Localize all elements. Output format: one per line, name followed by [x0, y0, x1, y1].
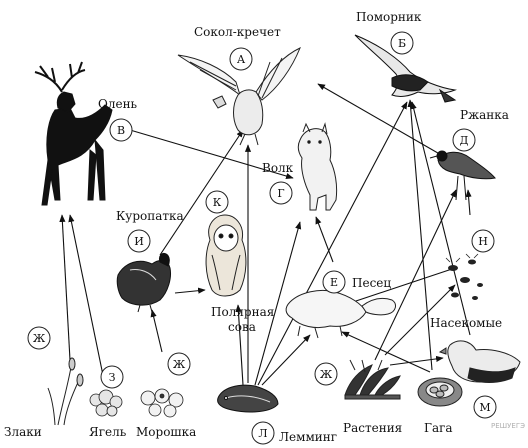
label-pomornik: Поморник	[356, 10, 422, 24]
letter-pesec: Е	[330, 276, 338, 289]
eider-illustration	[440, 341, 520, 383]
letter-moroshka: Ж	[173, 358, 186, 371]
arrow-rasteniya-to-gaga	[390, 358, 443, 365]
letter-kuropatka: И	[134, 235, 144, 248]
circle-rzhanka: Д	[453, 129, 475, 151]
label-olen: Олень	[98, 97, 138, 111]
circle-moroshka: Ж	[168, 353, 190, 375]
circle-lemming: Л	[252, 422, 274, 444]
circle-rasteniya: Ж	[315, 363, 337, 385]
arrow-lemming-to-pesec	[262, 335, 310, 385]
letter-sova: К	[213, 196, 222, 209]
letter-nasekomye: Н	[478, 235, 488, 248]
cereals-illustration	[48, 358, 83, 425]
circle-pomornik: Б	[391, 32, 413, 54]
arrow-kuropatka-to-sova	[175, 290, 205, 293]
label-pesec: Песец	[352, 276, 391, 290]
letter-gaga: М	[479, 401, 490, 414]
circle-kuropatka: И	[128, 230, 150, 252]
arrow-moroshka-to-kuropatka	[152, 310, 162, 352]
arrow-zlaki-to-olen	[62, 215, 70, 360]
letter-sokol: А	[237, 53, 246, 66]
wolf-illustration	[298, 124, 336, 210]
circle-zlaki: Ж	[28, 327, 50, 349]
letter-volk: Г	[277, 187, 284, 200]
circle-sova: К	[206, 191, 228, 213]
letter-zlaki: Ж	[33, 332, 46, 345]
circle-volk: Г	[270, 182, 292, 204]
label-rzhanka: Ржанка	[460, 108, 509, 122]
arrow-rzhanka-to-pomornik	[318, 84, 450, 160]
label-zlaki: Злаки	[4, 425, 42, 439]
label-sova-line1: Полярная	[211, 305, 274, 319]
cloudberry-illustration	[141, 389, 183, 417]
arrow-pesec-to-volk	[316, 217, 333, 262]
fox-illustration	[286, 290, 395, 338]
label-sokol: Сокол-кречет	[194, 25, 281, 39]
label-nasekomye: Насекомые	[430, 316, 502, 330]
label-moroshka: Морошка	[136, 425, 196, 439]
watermark: РЕШУЕГЭ	[491, 422, 525, 430]
letter-pomornik: Б	[398, 37, 406, 50]
owl-illustration	[206, 215, 246, 296]
label-kuropatka: Куропатка	[116, 209, 184, 223]
label-gaga: Гага	[424, 421, 453, 435]
arrow-yagel-to-olen	[70, 215, 105, 385]
nest-illustration	[418, 378, 462, 406]
label-yagel: Ягель	[89, 425, 127, 439]
plants-illustration	[345, 360, 400, 399]
reindeer-moss-illustration	[90, 390, 122, 416]
arrow-nasekomye-to-rzhanka	[468, 190, 470, 215]
label-volk: Волк	[262, 161, 294, 175]
arrow-rasteniya-to-rzhanka	[375, 190, 456, 360]
label-lemming: Лемминг	[279, 430, 337, 444]
plover-illustration	[430, 151, 495, 200]
circle-olen: В	[110, 119, 132, 141]
label-sova-line2: сова	[228, 320, 256, 334]
circle-sokol: А	[230, 48, 252, 70]
lemming-illustration	[218, 385, 278, 412]
letter-lemming: Л	[258, 427, 267, 440]
arrow-gaga-nest-to-pomornik	[410, 100, 432, 370]
circle-gaga: М	[474, 396, 496, 418]
label-rasteniya: Растения	[343, 421, 402, 435]
ptarmigan-illustration	[117, 253, 170, 312]
letter-yagel: З	[109, 371, 116, 384]
circle-nasekomye: Н	[472, 230, 494, 252]
letter-rzhanka: Д	[460, 134, 469, 147]
circle-pesec: Е	[323, 271, 345, 293]
deer-illustration	[35, 62, 112, 205]
arrow-lemming-to-pomornik	[258, 102, 407, 385]
circle-yagel: З	[101, 366, 123, 388]
letter-olen: В	[117, 124, 125, 137]
letter-rasteniya: Ж	[320, 368, 333, 381]
